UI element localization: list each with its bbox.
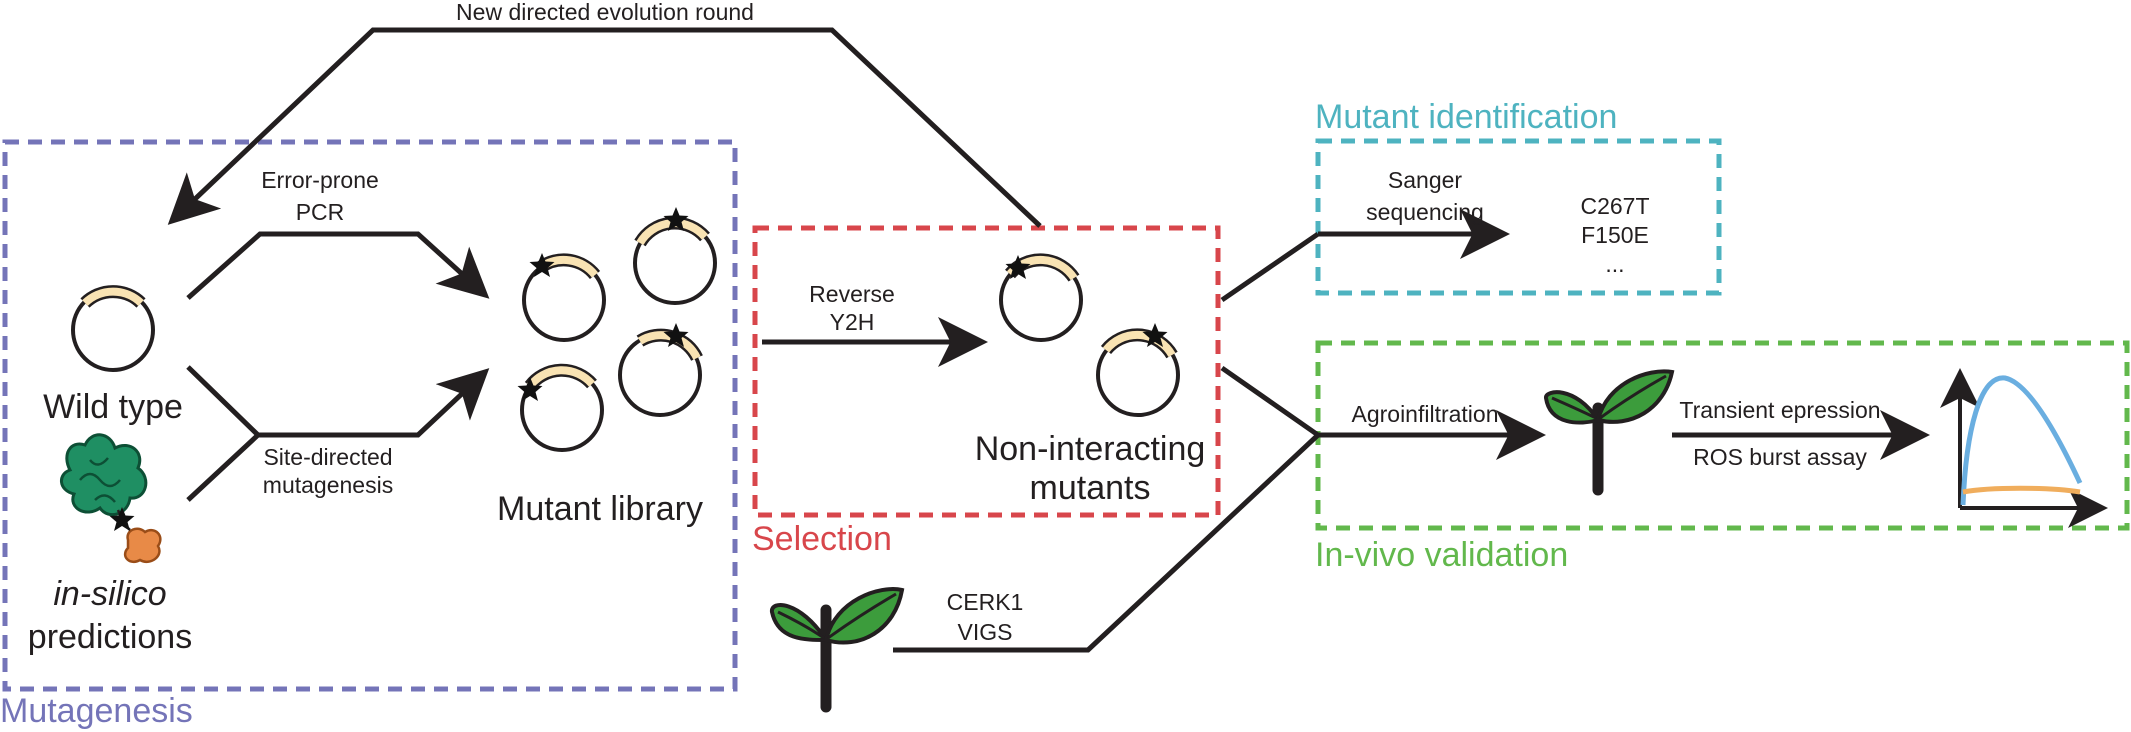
mutant-library-plasmids — [517, 207, 717, 452]
reverse-label: Reverse — [809, 281, 895, 307]
sanger-label: Sanger — [1388, 167, 1463, 193]
to-validation-line — [1220, 365, 1320, 438]
mutation-ellipsis: ... — [1605, 251, 1624, 277]
ros-burst-label: ROS burst assay — [1693, 444, 1867, 470]
plasmid-icon — [999, 253, 1083, 342]
mutation-f150e: F150E — [1581, 222, 1649, 248]
loop-label: New directed evolution round — [456, 0, 754, 25]
pcr-label: PCR — [296, 199, 345, 225]
loop-arrow — [167, 27, 1042, 228]
plant-seedling-icon — [1544, 369, 1675, 496]
site-directed-arrow-head-line — [258, 368, 490, 438]
mutant-library-label: Mutant library — [497, 490, 703, 528]
selection-panel — [752, 225, 1221, 518]
site-directed-label: Site-directed — [263, 444, 392, 470]
mutation-c267t: C267T — [1580, 193, 1649, 219]
plant-seedling-icon — [770, 587, 905, 713]
plasmid-icon — [633, 207, 717, 305]
cerk1-label: CERK1 — [947, 589, 1024, 615]
plasmid-icon — [517, 363, 604, 452]
error-prone-pcr-arrow — [186, 231, 490, 300]
predictions-label: predictions — [28, 618, 192, 656]
mutagenesis-panel — [2, 139, 738, 692]
wild-type-plasmid-icon — [71, 285, 155, 372]
non-interacting-plasmids — [999, 253, 1180, 417]
mutants-label: mutants — [1030, 469, 1151, 507]
sequencing-label: sequencing — [1366, 199, 1484, 225]
in-vivo-validation-title: In-vivo validation — [1315, 536, 1568, 574]
plasmid-icon — [522, 253, 606, 342]
transient-expression-label: Transient epression — [1679, 397, 1880, 423]
mutant-identification-title: Mutant identification — [1315, 98, 1617, 136]
agroinfiltration-label: Agroinfiltration — [1351, 401, 1498, 427]
ros-burst-chart-icon — [1940, 368, 2108, 528]
cerk1-vigs-line — [893, 433, 1320, 653]
plasmid-icon — [1096, 323, 1180, 417]
mutagenesis-label: mutagenesis — [263, 472, 393, 498]
plasmid-icon — [618, 323, 703, 417]
to-identification-line — [1220, 231, 1320, 303]
in-silico-label: in-silico — [53, 575, 166, 613]
site-directed-mutagenesis-arrow — [186, 365, 262, 502]
y2h-label: Y2H — [830, 309, 875, 335]
selection-title: Selection — [752, 520, 892, 558]
non-interacting-label: Non-interacting — [975, 430, 1206, 468]
protein-structure-icon — [60, 433, 162, 564]
wild-type-label: Wild type — [43, 388, 183, 426]
error-prone-label: Error-prone — [261, 167, 379, 193]
vigs-label: VIGS — [958, 619, 1013, 645]
mutagenesis-title: Mutagenesis — [0, 692, 193, 730]
